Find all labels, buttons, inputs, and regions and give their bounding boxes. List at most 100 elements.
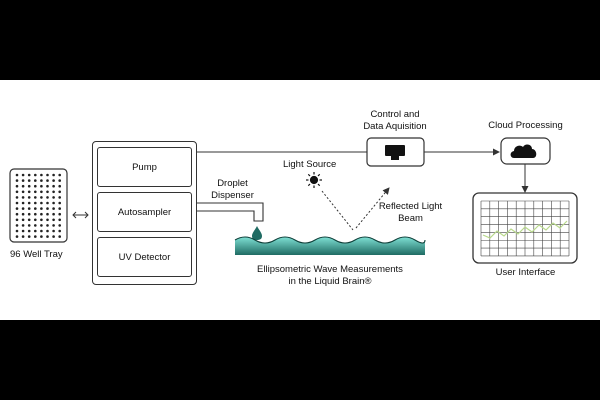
well xyxy=(34,212,37,216)
measurement-label-line1: Ellipsometric Wave Measurements xyxy=(257,264,403,275)
control-label: Control and Data Aquisition xyxy=(345,109,445,133)
well xyxy=(46,229,49,233)
well xyxy=(34,218,37,222)
well xyxy=(52,212,55,216)
well-grid xyxy=(15,173,61,238)
well xyxy=(21,173,25,177)
well xyxy=(21,212,25,216)
well xyxy=(52,196,55,199)
workflow-diagram xyxy=(9,137,578,264)
well xyxy=(58,196,61,199)
well xyxy=(34,229,37,233)
well xyxy=(40,184,43,188)
well xyxy=(34,207,37,210)
well xyxy=(21,196,25,199)
well xyxy=(27,229,31,233)
well xyxy=(40,207,43,210)
well xyxy=(52,184,55,188)
well xyxy=(58,235,61,238)
well xyxy=(52,229,55,233)
well xyxy=(58,179,61,182)
well xyxy=(52,201,55,205)
well xyxy=(15,201,19,205)
well xyxy=(58,218,61,222)
well xyxy=(46,224,49,227)
well xyxy=(40,179,43,182)
cloud-icon xyxy=(510,144,537,158)
well xyxy=(27,184,31,188)
well xyxy=(40,196,43,199)
well xyxy=(46,218,49,222)
well xyxy=(58,212,61,216)
well xyxy=(15,196,19,199)
reflected-beam-label: Reflected Light Beam xyxy=(373,201,448,225)
well xyxy=(52,207,55,210)
uv-detector-module: UV Detector xyxy=(97,237,192,277)
well xyxy=(40,201,43,205)
light-source-label: Light Source xyxy=(283,159,337,170)
droplet-icon xyxy=(252,226,262,240)
well xyxy=(40,212,43,216)
reflected-beam xyxy=(355,187,390,229)
well xyxy=(52,190,55,194)
well xyxy=(58,224,61,227)
well xyxy=(27,190,31,194)
control-label-line2: Data Aquisition xyxy=(363,121,427,132)
well xyxy=(46,201,49,205)
well xyxy=(52,224,55,227)
control-label-line1: Control and xyxy=(370,109,420,120)
tray-label: 96 Well Tray xyxy=(10,249,63,260)
well xyxy=(58,229,61,233)
well xyxy=(15,173,19,177)
autosampler-module: Autosampler xyxy=(97,192,192,232)
well xyxy=(27,218,31,222)
well xyxy=(46,179,49,182)
well xyxy=(40,229,43,233)
well xyxy=(58,207,61,210)
well xyxy=(34,196,37,199)
well xyxy=(46,184,49,188)
well xyxy=(46,212,49,216)
well xyxy=(58,190,61,194)
well xyxy=(27,235,31,238)
well xyxy=(21,207,25,210)
well xyxy=(52,179,55,182)
well xyxy=(15,218,19,222)
ui-plot-line xyxy=(482,220,568,239)
well xyxy=(27,207,31,210)
well xyxy=(15,179,19,182)
well xyxy=(46,173,49,177)
well xyxy=(58,173,61,177)
double-arrow-icon xyxy=(72,211,89,219)
well xyxy=(52,218,55,222)
well xyxy=(27,179,31,182)
dispenser-pipe xyxy=(194,202,264,222)
well xyxy=(58,201,61,205)
well xyxy=(15,207,19,210)
well xyxy=(46,207,49,210)
well xyxy=(27,173,31,177)
cloud-label: Cloud Processing xyxy=(488,120,563,131)
well xyxy=(15,212,19,216)
reflected-label-line2: Beam xyxy=(398,213,423,224)
well xyxy=(27,196,31,199)
well xyxy=(15,229,19,233)
dispenser-label: Droplet Dispenser xyxy=(205,178,260,202)
well xyxy=(34,224,37,227)
well xyxy=(34,184,37,188)
dispenser-label-line1: Droplet xyxy=(217,178,248,189)
well xyxy=(21,229,25,233)
well xyxy=(27,212,31,216)
well xyxy=(21,235,25,238)
well-tray xyxy=(9,168,68,243)
incident-beam xyxy=(321,190,354,231)
well xyxy=(15,190,19,194)
reflected-label-line1: Reflected Light xyxy=(378,201,443,212)
well xyxy=(21,218,25,222)
well xyxy=(40,224,43,227)
well xyxy=(52,173,55,177)
well xyxy=(15,235,19,238)
dispenser-label-line2: Dispenser xyxy=(211,190,254,201)
diagram-panel: Pump Autosampler UV Detector 96 Well Tra… xyxy=(0,80,600,320)
liquid-surface xyxy=(234,236,426,244)
